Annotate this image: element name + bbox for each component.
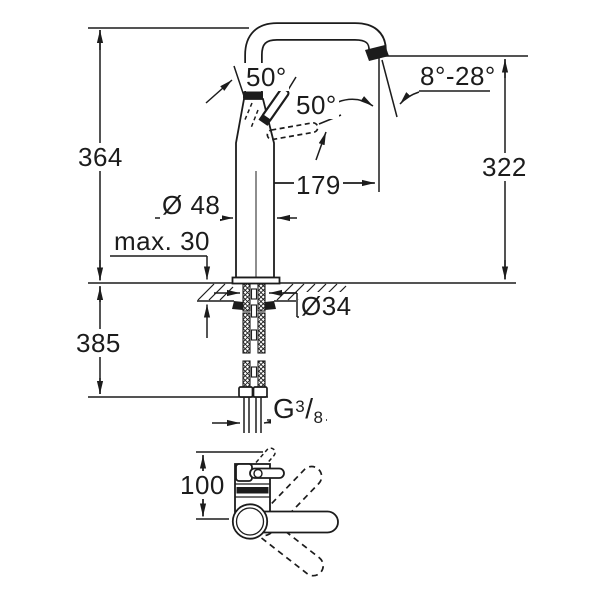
faucet-body — [235, 98, 275, 279]
dim-height-above-deck: 364 — [76, 142, 125, 172]
connection-pipes — [243, 397, 262, 433]
thread-numerator: 3 — [295, 397, 306, 416]
dim-top-view-height: 100 — [178, 470, 227, 500]
faucet-top-view — [231, 447, 339, 577]
thread-prefix: G — [273, 393, 296, 424]
top-view-body-circle — [231, 503, 269, 540]
dim-aerator-angle-range: 8°-28° — [418, 61, 498, 91]
lever-handle — [258, 87, 290, 126]
dim-thread-size: G3/8 — [271, 394, 326, 427]
lever-alt-position-dashes — [243, 102, 259, 129]
aerator-tip — [365, 45, 389, 61]
faucet-side-view — [197, 22, 389, 433]
dim-spout-projection: 179 — [294, 170, 343, 200]
dim-mounting-hole-diameter: Ø34 — [299, 291, 354, 321]
mounting-shank — [242, 283, 266, 389]
mounting-nut-right — [265, 301, 276, 310]
lever-horizontal-position — [266, 121, 319, 141]
dim-body-diameter: Ø 48 — [160, 190, 223, 220]
thread-slash: / — [305, 393, 314, 424]
top-view-lever — [235, 463, 285, 482]
hose-nuts — [238, 386, 268, 398]
dim-max-mounting-thickness: max. 30 — [112, 226, 212, 256]
dim-height-below-deck: 385 — [74, 328, 123, 358]
dim-spout-outlet-height: 322 — [480, 152, 529, 182]
spout-joint-ring — [243, 91, 263, 99]
dim-lever-angle: 50° — [244, 62, 289, 92]
base-flange — [231, 276, 281, 285]
shank-inner-parts — [250, 288, 258, 378]
mounting-nut-left — [232, 301, 243, 310]
thread-denominator: 8 — [313, 408, 324, 427]
dim-lever-open-angle: 50° — [294, 90, 339, 120]
